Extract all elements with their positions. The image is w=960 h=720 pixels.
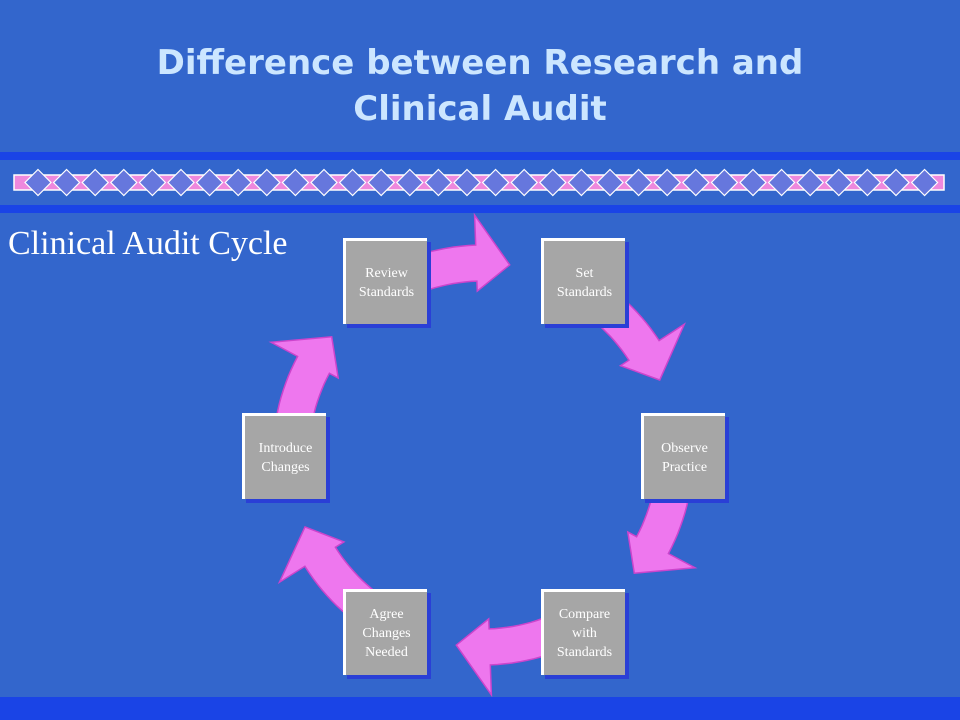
ribbon-diamond: [195, 168, 224, 197]
title-line-1: Difference between Research and: [156, 43, 804, 83]
title-line-2: Clinical Audit: [353, 89, 607, 129]
middle-divider-band: [0, 205, 960, 213]
ribbon-diamond: [767, 168, 796, 197]
arrow-introduce-to-review: [268, 335, 340, 432]
cycle-step-review-standards: Review Standards: [343, 238, 427, 324]
ribbon-diamond: [167, 168, 195, 197]
ribbon-diamond: [281, 168, 310, 197]
arrow-compare-to-agree: [455, 615, 563, 698]
ribbon-diamond: [910, 168, 939, 197]
ribbon-diamond: [310, 168, 338, 197]
ribbon-diamond: [338, 168, 367, 197]
top-divider-band: [0, 152, 960, 160]
ribbon-diamond: [395, 168, 424, 197]
ribbon-diamond: [824, 168, 853, 197]
slide-subtitle: Clinical Audit Cycle: [8, 225, 288, 262]
cycle-step-introduce-changes: Introduce Changes: [242, 413, 326, 499]
ribbon-diamond: [796, 168, 825, 197]
ribbon-diamond: [81, 168, 110, 197]
ribbon-diamond: [481, 168, 510, 197]
ribbon-diamond: [567, 168, 596, 197]
cycle-step-set-standards: Set Standards: [541, 238, 625, 324]
ribbon-diamond: [367, 168, 396, 197]
ribbon-diamond: [24, 168, 52, 197]
cycle-step-observe-practice: Observe Practice: [641, 413, 725, 499]
cycle-step-agree-changes-needed: Agree Changes Needed: [343, 589, 427, 675]
ribbon-diamond: [596, 168, 624, 197]
ribbon-diamond: [710, 168, 739, 197]
ribbon-diamond: [538, 168, 567, 197]
ribbon-diamond: [510, 168, 539, 197]
ribbon-diamond: [109, 168, 138, 197]
ribbon-diamond: [681, 168, 710, 197]
ribbon-diamond: [853, 168, 882, 197]
ribbon-diamond: [653, 168, 682, 197]
ribbon-diamond: [52, 168, 81, 197]
arrow-review-to-set: [403, 212, 511, 295]
ribbon-diamond: [453, 168, 481, 197]
ribbon-diamond: [624, 168, 653, 197]
ribbon-diamond: [224, 168, 253, 197]
ribbon-diamond: [424, 168, 453, 197]
ribbon-diamond: [252, 168, 281, 197]
cycle-step-compare-with-standards: Compare with Standards: [541, 589, 625, 675]
ribbon-diamond: [739, 168, 767, 197]
bottom-band: [0, 697, 960, 720]
ribbon-diamond: [138, 168, 167, 197]
diamond-ribbon: [13, 168, 945, 197]
slide-title: Difference between Research and Clinical…: [0, 40, 960, 132]
ribbon-diamond: [882, 168, 910, 197]
